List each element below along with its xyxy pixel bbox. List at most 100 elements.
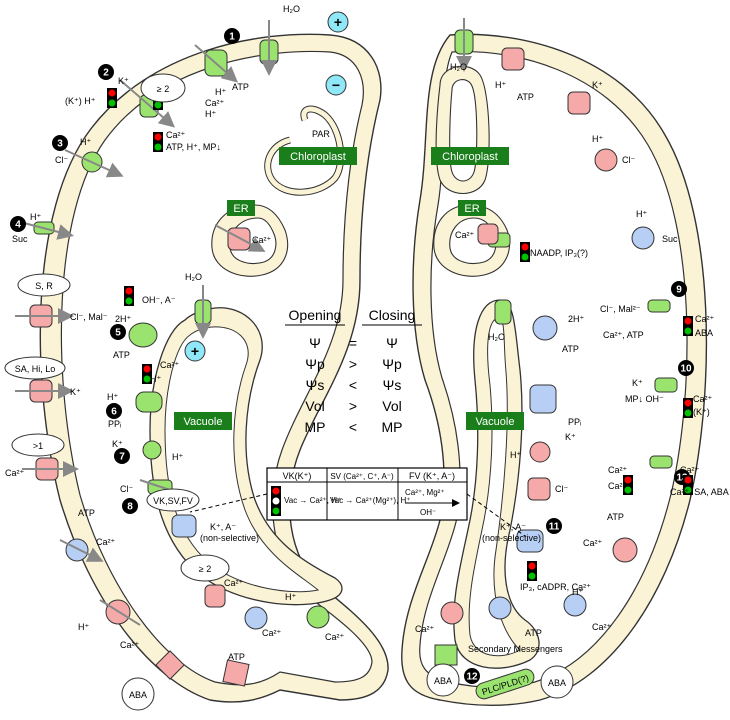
svg-text:ABA: ABA (434, 676, 452, 686)
signal-light-icon (107, 88, 117, 108)
channel-green (494, 299, 512, 325)
signal-light-lamp (624, 476, 632, 484)
condition-cell: < (349, 419, 357, 435)
svg-text:2H⁺: 2H⁺ (115, 314, 132, 324)
number-marker (110, 324, 126, 340)
number-marker (671, 281, 687, 297)
regulator-oval (4, 356, 66, 380)
svg-text:SV (Ca²⁺, C⁺, A⁻): SV (Ca²⁺, C⁺, A⁻) (330, 472, 394, 481)
aba-circle (426, 663, 460, 697)
channel-blue (244, 606, 268, 630)
signal-light-icon (142, 364, 152, 384)
svg-text:Ca²⁺: Ca²⁺ (583, 538, 603, 548)
svg-text:Ca²⁺: Ca²⁺ (695, 314, 715, 324)
plc-pld-box (475, 668, 535, 700)
svg-text:>1: >1 (33, 441, 43, 451)
signal-light-lamp (684, 399, 692, 407)
condition-cell: Ψp (305, 356, 325, 372)
svg-text:H₂O: H₂O (283, 4, 300, 14)
condition-cell: > (349, 356, 357, 372)
svg-text:K⁺, A⁻: K⁺, A⁻ (210, 522, 236, 532)
svg-text:H₂O: H₂O (185, 272, 202, 282)
signal-light-lamp (684, 317, 692, 325)
channel-blue (488, 596, 512, 620)
svg-text:ABA: ABA (129, 690, 147, 700)
number-marker (52, 135, 68, 151)
number-marker (98, 64, 114, 80)
svg-text:+: + (334, 14, 342, 30)
channel-blue (171, 514, 197, 538)
svg-text:Closing: Closing (369, 307, 416, 323)
channel-blue (532, 315, 558, 341)
svg-text:VK,SV,FV: VK,SV,FV (153, 496, 193, 506)
channel-pink (214, 224, 266, 252)
svg-text:ABA: ABA (548, 678, 566, 688)
svg-text:SA, Hi, Lo: SA, Hi, Lo (15, 364, 56, 374)
left-vacuole-inner (164, 326, 320, 593)
svg-text:H⁺: H⁺ (150, 374, 161, 384)
svg-text:H₂O: H₂O (488, 332, 505, 342)
svg-text:H₂O: H₂O (450, 62, 467, 72)
signal-light-lamp (684, 486, 692, 494)
signal-light-lamp (684, 476, 692, 484)
number-marker (546, 518, 562, 534)
channel-green (142, 440, 162, 460)
svg-text:Cl⁻, Mal⁻: Cl⁻, Mal⁻ (70, 312, 108, 322)
signal-light-lamp (684, 327, 692, 335)
svg-text:K⁺: K⁺ (632, 378, 643, 388)
number-marker-label: 3 (57, 139, 63, 150)
svg-text:Ca²⁺: Ca²⁺ (693, 394, 713, 404)
plus-sign-icon (184, 340, 206, 362)
svg-text:Vac → Ca²⁺(Mg²⁺), H⁺: Vac → Ca²⁺(Mg²⁺), H⁺ (330, 496, 411, 505)
svg-text:OH⁻, A⁻: OH⁻, A⁻ (142, 295, 176, 305)
channel-pink (15, 379, 74, 403)
number-marker-label: 10 (680, 364, 692, 375)
svg-text:Ca²⁺, SA, ABA: Ca²⁺, SA, ABA (670, 487, 729, 497)
svg-text:Suc: Suc (12, 234, 28, 244)
signal-light-icon (683, 316, 693, 336)
channel-blue (59, 538, 104, 562)
svg-text:Ca²⁺: Ca²⁺ (96, 537, 116, 547)
number-marker (106, 403, 122, 419)
channel-pink (440, 601, 464, 625)
channel-green (306, 605, 330, 629)
svg-text:≥ 2: ≥ 2 (199, 564, 211, 574)
signal-light-lamp (154, 133, 162, 141)
er-label-box (458, 200, 486, 216)
condition-cell: Vol (382, 398, 401, 414)
channel-pink (529, 441, 551, 463)
signal-light-lamp (528, 572, 536, 580)
svg-text:(K⁺) H⁺: (K⁺) H⁺ (65, 96, 96, 106)
svg-text:H⁺: H⁺ (285, 592, 296, 602)
channel-pink (501, 47, 525, 71)
svg-text:Ca²⁺: Ca²⁺ (592, 622, 612, 632)
svg-text:Ca²⁺: Ca²⁺ (680, 465, 700, 475)
svg-text:MP↓ OH⁻: MP↓ OH⁻ (625, 394, 664, 404)
signal-light-lamp (125, 287, 133, 295)
svg-text:+: + (191, 343, 199, 359)
svg-text:(K⁺): (K⁺) (693, 407, 710, 417)
channel-pink (222, 659, 250, 687)
channel-pink (612, 537, 638, 563)
svg-text:FV (K⁺, A⁻): FV (K⁺, A⁻) (409, 471, 455, 481)
svg-text:H⁺: H⁺ (510, 450, 521, 460)
number-marker (114, 448, 130, 464)
svg-text:IP₃, cADPR, Ca²⁺: IP₃, cADPR, Ca²⁺ (520, 582, 591, 592)
number-marker-label: 8 (127, 502, 133, 513)
signal-light-icon (683, 398, 693, 418)
signal-light-lamp (521, 243, 529, 251)
aba-circle (121, 677, 155, 711)
channel-green (19, 221, 74, 240)
vacuole-label-box (174, 412, 232, 430)
svg-text:≥ 2: ≥ 2 (157, 84, 169, 94)
svg-text:ER: ER (464, 203, 479, 215)
regulator-oval (17, 273, 71, 297)
number-marker-label: 4 (15, 220, 21, 231)
channel-blue (563, 593, 587, 617)
channel-pink (527, 477, 551, 501)
signal-light-lamp (154, 143, 162, 151)
condition-cell: MP (382, 419, 403, 435)
condition-cell: MP (305, 419, 326, 435)
svg-text:ER: ER (233, 203, 248, 215)
